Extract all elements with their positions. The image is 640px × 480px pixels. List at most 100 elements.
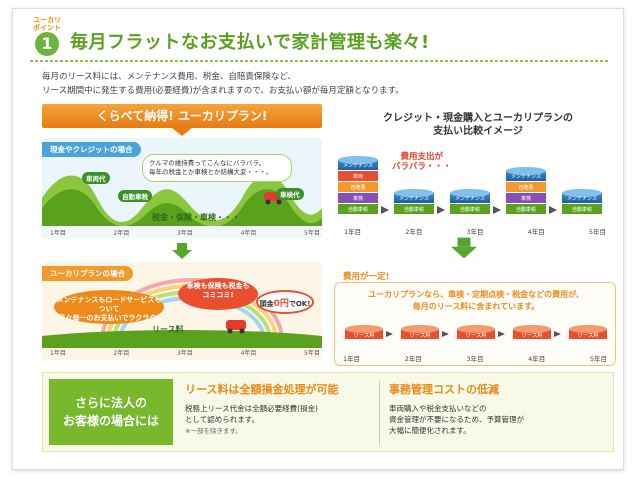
- red-car-icon: [226, 320, 246, 334]
- point-label: ユーカリ ポイント: [30, 16, 64, 32]
- point-number: 1: [35, 32, 59, 56]
- year5-stack: [562, 189, 602, 214]
- intro-line-2: リース期間中に発生する費用(必要経費)が含まれますので、お支払い額が毎月定額とな…: [42, 86, 404, 96]
- point-badge: ユーカリ ポイント 1: [30, 16, 64, 58]
- year-label: 2年目: [405, 228, 423, 236]
- stack-label: 自動車税: [404, 206, 424, 213]
- point-label-line2: ポイント: [33, 24, 61, 32]
- cash-panel-tag: 現金やクレジットの場合: [42, 142, 141, 157]
- varying-line-1: 費用支出が: [400, 152, 443, 162]
- maintenance-bubble: メンテナンスもロードサービスもついて 月々毎一のお支払いでラクラク!: [54, 290, 164, 324]
- tax-insurance-label: 税金・保険・車検・・・: [152, 213, 240, 222]
- label-car-tax: 自動車税: [118, 190, 152, 202]
- stack-label: 車両: [353, 173, 363, 180]
- year1-stack: [338, 156, 378, 214]
- year-label: 4年目: [528, 355, 546, 363]
- year-label: 4年目: [240, 350, 257, 357]
- lease-disc: [569, 325, 607, 339]
- bubble-c-prefix: 頭金: [259, 300, 274, 308]
- comparison-year-row: 1年目 2年目 3年目 4年目 5年目: [344, 226, 606, 236]
- plan-year-row: 1年目 2年目 3年目 4年目 5年目: [50, 348, 320, 357]
- year-label: 3年目: [466, 228, 484, 236]
- bubble-b-line-1: 車検も保険も税金も: [186, 282, 250, 290]
- compare-banner: くらべて納得! ユーカリプラン!: [42, 104, 322, 128]
- label-inspection-cost: 車検代: [276, 188, 304, 200]
- stack-label: 自動車税: [516, 206, 536, 213]
- year-label: 5年目: [304, 350, 320, 357]
- year-label: 3年目: [177, 350, 193, 357]
- year-label: 1年目: [50, 230, 66, 237]
- stack-label: 車検: [353, 195, 363, 202]
- year-label: 2年目: [113, 230, 130, 237]
- point-label-line1: ユーカリ: [33, 16, 61, 24]
- year-label: 5年目: [304, 230, 320, 237]
- comparison-title-line-2: 支払い比較イメージ: [433, 126, 523, 137]
- speech-line-2: 毎年の税金とか車検とか結構大変・・・。: [149, 168, 273, 176]
- dotted-divider: [30, 60, 610, 62]
- bubble-c-suffix: でOK!: [288, 300, 311, 308]
- lease-disc-label: リース料: [521, 331, 543, 339]
- tax-deduction-line-1: 税務上リース代金は全額必要経費(損金): [185, 404, 318, 413]
- year-label: 2年目: [404, 355, 422, 363]
- intro-text: 毎月のリース料には、メンテナンス費用、税金、自賠責保険など、 リース期間中に発生…: [42, 70, 602, 98]
- lease-fee-label: リース料: [152, 325, 184, 334]
- year4-stack: [506, 167, 546, 214]
- comparison-title-line-1: クレジット・現金購入とユーカリプランの: [383, 113, 573, 124]
- year-label: 2年目: [113, 350, 130, 357]
- stack-label: メンテナンス: [399, 196, 429, 202]
- year-label: 1年目: [344, 228, 362, 236]
- year-label: 3年目: [177, 230, 193, 237]
- year-label: 1年目: [50, 350, 66, 357]
- lease-disc: [401, 325, 439, 339]
- lease-disc-label: リース料: [409, 331, 431, 339]
- fixed-line-2: 毎月のリース料に含まれています。: [412, 302, 540, 311]
- year-label: 3年目: [466, 355, 484, 363]
- comparison-title: クレジット・現金購入とユーカリプランの 支払い比較イメージ: [338, 112, 618, 138]
- stack-label: メンテナンス: [343, 163, 373, 169]
- down-arrow-icon: [451, 237, 477, 259]
- down-arrow-icon: [172, 243, 192, 259]
- bubble-a-line-1: メンテナンスもロードサービスもついて: [56, 296, 162, 313]
- fixed-cost-label: 費用が一定!: [343, 272, 390, 282]
- corporate-label: さらに法人の お客様の場合には: [49, 379, 173, 445]
- zero-down-bubble: 頭金0円でOK!: [256, 290, 314, 314]
- corporate-line-2: お客様の場合には: [62, 414, 159, 428]
- lease-disc-label: リース料: [465, 331, 487, 339]
- eucalyptus-plan-panel: ユーカリプランの場合 メンテナンスもロードサービスもついて 月々毎一のお支払いで…: [42, 262, 322, 360]
- corporate-benefits-box: さらに法人の お客様の場合には リース料は全額損金処理が可能 税務上リース代金は…: [42, 372, 614, 452]
- speech-line-1: クルマの維持費ってこんなにバラバラ。: [149, 159, 266, 167]
- stack-label: メンテナンス: [455, 196, 485, 202]
- cash-year-row: 1年目 2年目 3年目 4年目 5年目: [50, 228, 320, 237]
- stack-label: 自賠責: [350, 184, 365, 191]
- stack-label: 車検: [521, 195, 531, 202]
- tax-deduction-line-2: として認められます。: [185, 415, 260, 424]
- lease-year-row: 1年目 2年目 3年目 4年目 5年目: [343, 353, 607, 363]
- corporate-line-1: さらに法人の: [74, 396, 147, 410]
- lease-disc: [457, 325, 495, 339]
- tax-deduction-column: リース料は全額損金処理が可能 税務上リース代金は全額必要経費(損金) として認め…: [185, 381, 373, 435]
- stack-label: メンテナンス: [511, 174, 541, 180]
- fixed-cost-text: ユーカリプランなら、車検・定期点検・税金などの費用が、 毎月のリース料に含まれて…: [345, 289, 607, 313]
- admin-cost-line-2: 資金管理が不要になるため、予算管理が: [389, 415, 524, 424]
- admin-cost-line-3: 大幅に簡便化されます。: [389, 426, 471, 435]
- bubble-c-strong: 0円: [273, 299, 289, 309]
- bubble-a-line-2: 月々毎一のお支払いでラクラク!: [58, 314, 160, 322]
- year-label: 4年目: [240, 230, 257, 237]
- fixed-cost-box: ユーカリプランなら、車検・定期点検・税金などの費用が、 毎月のリース料に含まれて…: [334, 282, 616, 366]
- stack-label: メンテナンス: [567, 196, 597, 202]
- stack-label: 自動車税: [348, 206, 368, 213]
- year-label: 5年目: [589, 355, 607, 363]
- column-divider: [379, 381, 380, 445]
- tax-deduction-note: ※一部を除きます。: [185, 427, 242, 435]
- cost-stack-illustration: メンテナンス 車両 自賠責 車検 自動車税 メンテナンス 自動車税 メンテナンス…: [338, 156, 602, 214]
- stack-label: 自動車税: [572, 206, 592, 213]
- fixed-line-1: ユーカリプランなら、車検・定期点検・税金などの費用が、: [368, 290, 584, 299]
- all-included-bubble: 車検も保険も税金も コミコミ!: [178, 278, 258, 310]
- admin-cost-line-1: 車両購入や税金支払いなどの: [389, 404, 487, 413]
- plan-panel-tag: ユーカリプランの場合: [42, 266, 133, 281]
- stack-label: 自動車税: [460, 206, 480, 213]
- year-label: 1年目: [343, 355, 361, 363]
- page-title: 毎月フラットなお支払いで家計管理も楽々!: [70, 32, 430, 53]
- year2-stack: [394, 189, 434, 214]
- year-label: 4年目: [527, 228, 545, 236]
